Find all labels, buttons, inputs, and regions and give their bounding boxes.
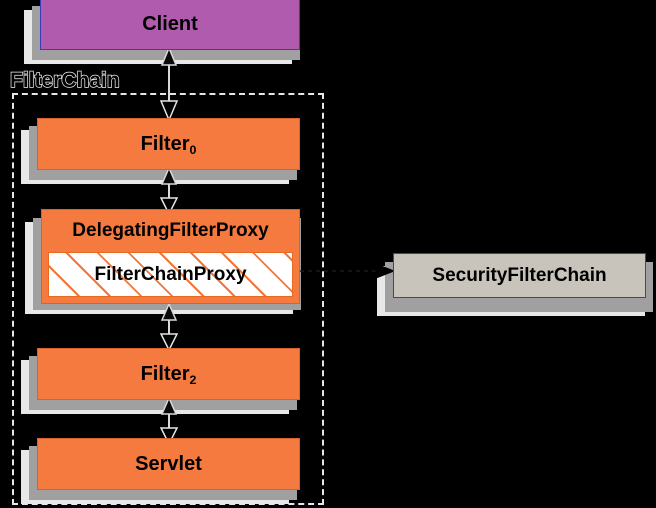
node-filter0-label: Filter0 (140, 133, 197, 157)
node-filter0-subscript: 0 (189, 142, 197, 157)
node-securityfilterchain-label: SecurityFilterChain (432, 265, 607, 286)
connector-filter2-servlet (158, 396, 180, 446)
node-filter2-label: Filter2 (140, 363, 197, 387)
connector-delegatingfilterproxy-filter2 (158, 302, 180, 352)
node-client[interactable]: Client (40, 0, 300, 50)
node-filter0[interactable]: Filter0 (37, 118, 300, 170)
node-filter0-text: Filter (140, 133, 190, 155)
node-filter2-subscript: 2 (189, 372, 197, 387)
node-delegatingfilterproxy[interactable]: DelegatingFilterProxy FilterChainProxy (41, 209, 300, 304)
node-servlet-label: Servlet (135, 453, 202, 475)
node-servlet[interactable]: Servlet (37, 438, 300, 490)
connector-filter0-delegatingfilterproxy (158, 166, 180, 216)
node-client-label: Client (142, 13, 198, 35)
node-securityfilterchain[interactable]: SecurityFilterChain (393, 253, 646, 298)
node-filterchainproxy[interactable]: FilterChainProxy (48, 252, 293, 297)
node-delegatingfilterproxy-label: DelegatingFilterProxy (72, 220, 269, 241)
connector-filterchainproxy-securityfilterchain (300, 262, 396, 280)
node-filterchainproxy-label: FilterChainProxy (94, 264, 247, 285)
filterchain-container-label: FilterChain (9, 69, 120, 92)
connector-client-filter0 (158, 46, 180, 122)
node-filter2[interactable]: Filter2 (37, 348, 300, 400)
node-filter2-text: Filter (140, 363, 190, 385)
